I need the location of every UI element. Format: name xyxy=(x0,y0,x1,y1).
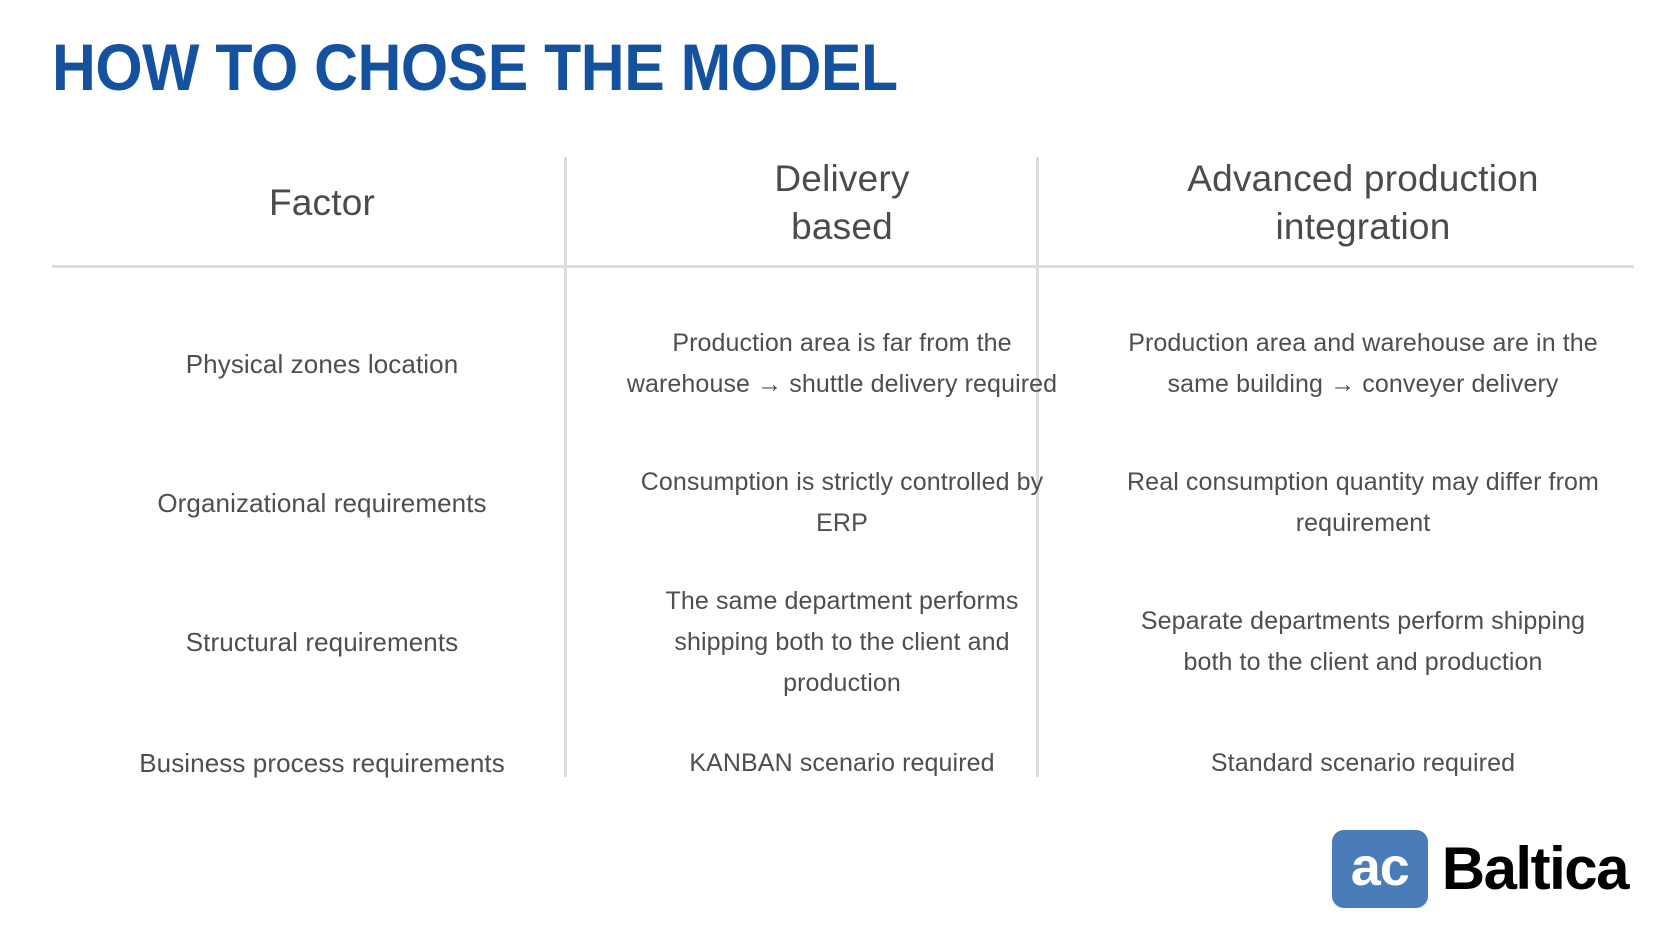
table-row: Structural requirements The same departm… xyxy=(52,567,1634,717)
acbaltica-logo: ac Baltica xyxy=(1331,828,1630,910)
comparison-table: Factor Delivery based Advanced productio… xyxy=(52,155,1634,827)
column-header-factor: Factor xyxy=(52,155,592,289)
logo-mark-icon: ac xyxy=(1331,830,1428,908)
table-row: Business process requirements KANBAN sce… xyxy=(52,717,1634,809)
table: Factor Delivery based Advanced productio… xyxy=(52,155,1634,809)
table-head: Factor Delivery based Advanced productio… xyxy=(52,155,1634,289)
table-row: Organizational requirements Consumption … xyxy=(52,439,1634,567)
column-header-factor-label: Factor xyxy=(268,182,376,223)
table-header-row: Factor Delivery based Advanced productio… xyxy=(52,155,1634,289)
table-row: Physical zones location Production area … xyxy=(52,289,1634,439)
cell-advanced: Production area and warehouse are in the… xyxy=(1128,329,1598,398)
column-header-advanced-line2: integration xyxy=(1275,206,1451,247)
cell-factor: Physical zones location xyxy=(185,348,459,379)
column-divider-1 xyxy=(564,157,567,777)
column-header-delivery-based: Delivery based xyxy=(592,155,1092,289)
cell-factor: Structural requirements xyxy=(185,626,459,657)
column-header-delivery-line2: based xyxy=(791,206,893,247)
column-divider-2 xyxy=(1036,157,1039,777)
page-title: HOW TO CHOSE THE MODEL xyxy=(52,30,898,104)
header-divider-line xyxy=(52,265,1634,268)
cell-delivery: Consumption is strictly controlled by ER… xyxy=(640,468,1044,537)
cell-advanced: Standard scenario required xyxy=(1210,748,1516,777)
column-header-advanced-production-integration: Advanced production integration xyxy=(1092,155,1634,289)
logo-mark-text: ac xyxy=(1350,837,1410,897)
cell-delivery: Production area is far from the warehous… xyxy=(626,329,1058,398)
cell-factor: Organizational requirements xyxy=(157,487,487,518)
column-header-delivery-line1: Delivery xyxy=(774,158,910,199)
cell-delivery: The same department performs shipping bo… xyxy=(665,586,1019,697)
column-header-advanced-line1: Advanced production xyxy=(1187,158,1539,199)
table-body: Physical zones location Production area … xyxy=(52,289,1634,809)
cell-delivery: KANBAN scenario required xyxy=(689,748,995,777)
cell-factor: Business process requirements xyxy=(139,747,505,778)
cell-advanced: Separate departments perform shipping bo… xyxy=(1140,607,1586,676)
cell-advanced: Real consumption quantity may differ fro… xyxy=(1127,468,1599,537)
logo-wordmark: Baltica xyxy=(1441,835,1630,902)
